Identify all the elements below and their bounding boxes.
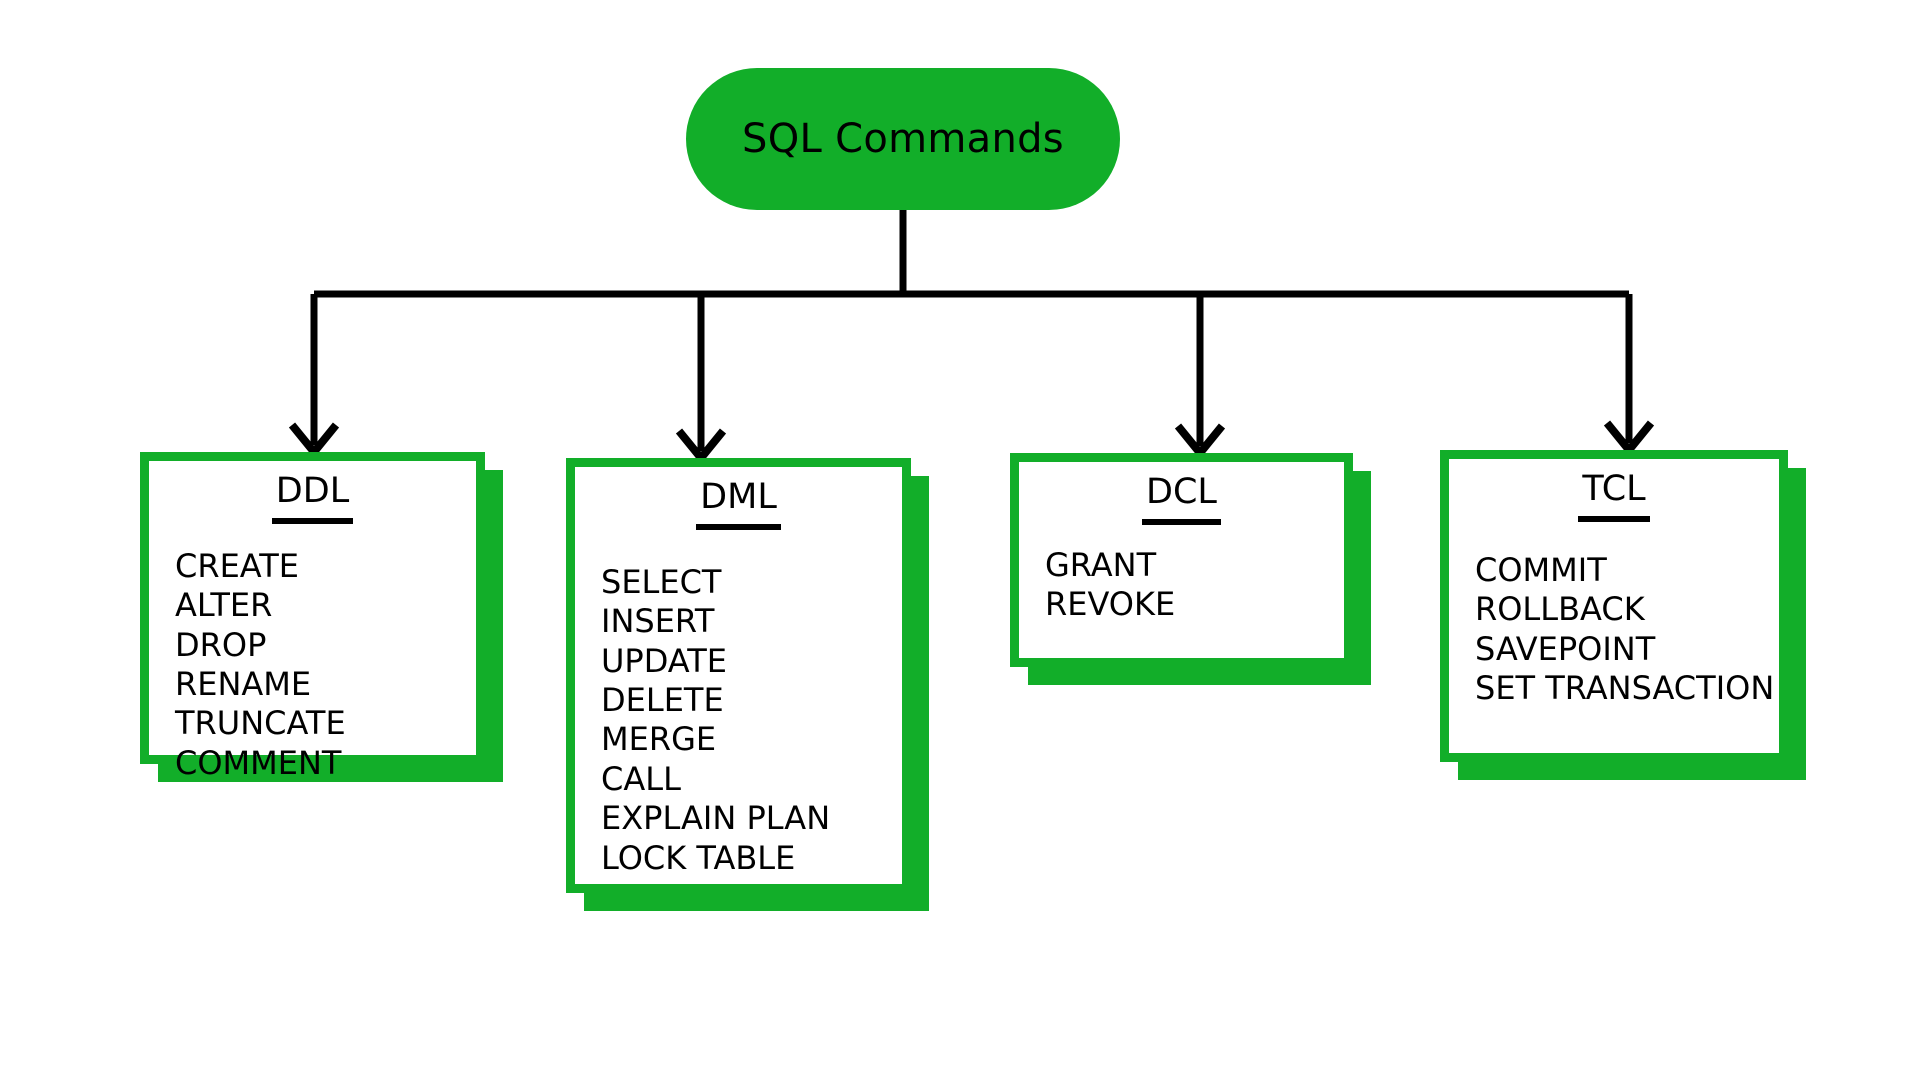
command-list-dml: SELECT INSERT UPDATE DELETE MERGE CALL E… bbox=[601, 563, 892, 878]
category-box-frame: DCL GRANT REVOKE bbox=[1010, 453, 1353, 667]
category-box-frame: DML SELECT INSERT UPDATE DELETE MERGE CA… bbox=[566, 458, 911, 893]
category-title-text: DDL bbox=[271, 473, 354, 524]
category-title-text: TCL bbox=[1578, 471, 1650, 522]
category-title-text: DCL bbox=[1142, 474, 1221, 525]
category-title-dcl: DCL bbox=[1019, 474, 1344, 525]
command-list-ddl: CREATE ALTER DROP RENAME TRUNCATE COMMEN… bbox=[175, 547, 466, 783]
command-item: REVOKE bbox=[1045, 585, 1176, 624]
command-item: COMMIT bbox=[1475, 551, 1607, 589]
arrowhead-dcl bbox=[1174, 423, 1226, 460]
root-node-sql-commands[interactable]: SQL Commands bbox=[686, 68, 1120, 210]
command-item: DELETE bbox=[601, 681, 724, 720]
category-box-dcl[interactable]: DCL GRANT REVOKE bbox=[1010, 453, 1371, 685]
command-list-dcl: GRANT REVOKE bbox=[1045, 546, 1334, 625]
command-item: CALL bbox=[601, 759, 681, 798]
command-item: LOCK TABLE bbox=[601, 838, 796, 877]
command-item: TRUNCATE bbox=[175, 704, 346, 743]
command-item: CREATE bbox=[175, 547, 299, 585]
command-item: SELECT bbox=[601, 563, 722, 601]
root-node-label: SQL Commands bbox=[742, 116, 1064, 162]
category-title-text: DML bbox=[696, 479, 781, 530]
command-item: SET TRANSACTION bbox=[1475, 669, 1775, 708]
category-title-tcl: TCL bbox=[1449, 471, 1779, 522]
category-box-tcl[interactable]: TCL COMMIT ROLLBACK SAVEPOINT SET TRANSA… bbox=[1440, 450, 1806, 780]
command-item: GRANT bbox=[1045, 546, 1157, 584]
category-title-dml: DML bbox=[575, 479, 902, 530]
command-item: INSERT bbox=[601, 602, 715, 641]
command-item: MERGE bbox=[601, 720, 717, 759]
category-title-ddl: DDL bbox=[149, 473, 476, 524]
category-box-frame: TCL COMMIT ROLLBACK SAVEPOINT SET TRANSA… bbox=[1440, 450, 1788, 762]
command-item: SAVEPOINT bbox=[1475, 629, 1656, 668]
command-item: EXPLAIN PLAN bbox=[601, 799, 831, 838]
command-item: RENAME bbox=[175, 665, 312, 704]
category-box-frame: DDL CREATE ALTER DROP RENAME TRUNCATE CO… bbox=[140, 452, 485, 782]
category-box-ddl[interactable]: DDL CREATE ALTER DROP RENAME TRUNCATE CO… bbox=[140, 452, 503, 782]
command-item: ALTER bbox=[175, 586, 273, 625]
arrowhead-dml bbox=[675, 428, 727, 465]
category-box-dml[interactable]: DML SELECT INSERT UPDATE DELETE MERGE CA… bbox=[566, 458, 929, 911]
command-list-tcl: COMMIT ROLLBACK SAVEPOINT SET TRANSACTIO… bbox=[1475, 551, 1775, 708]
arrowhead-ddl bbox=[288, 422, 340, 459]
command-item: COMMENT bbox=[175, 743, 342, 782]
arrowhead-tcl bbox=[1603, 420, 1655, 457]
command-item: UPDATE bbox=[601, 641, 727, 680]
command-item: ROLLBACK bbox=[1475, 590, 1645, 629]
command-item: DROP bbox=[175, 625, 267, 664]
